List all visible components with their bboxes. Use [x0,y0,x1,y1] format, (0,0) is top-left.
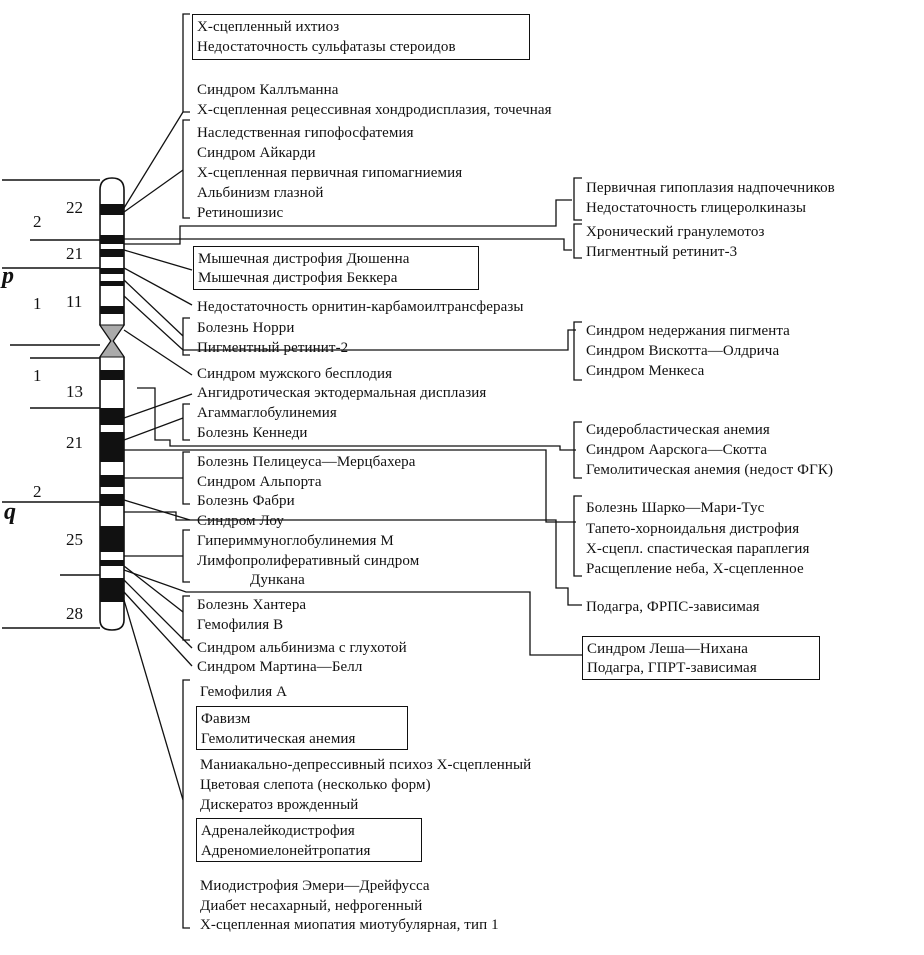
disease-label: Адреномиелонейтропатия [201,843,371,859]
disease-label: Синдром Альпорта [197,474,322,490]
disease-label: Болезнь Кеннеди [197,425,308,441]
disease-label: Х-сцепленный ихтиоз [197,19,340,35]
disease-label: Х-сцепленная миопатия миотубулярная, тип… [200,917,499,933]
disease-label: Хронический гранулемотоз [586,224,765,240]
disease-label: Болезнь Фабри [197,493,295,509]
disease-label: Недостаточность орнитин-карбамоилтрансфе… [197,299,524,315]
disease-label: Х-сцепленная первичная гипомагниемия [197,165,463,181]
disease-label: Альбинизм глазной [197,185,324,201]
disease-label: Первичная гипоплазия надпочечников [586,180,835,196]
disease-label: Дункана [250,572,305,588]
disease-label: Гипериммуноглобулинемия М [197,533,394,549]
disease-label: Ретиношизис [197,205,284,221]
disease-label: Синдром Менкеса [586,363,705,379]
disease-label: Болезнь Шарко—Мари-Тус [586,500,765,516]
group-g23-box [196,818,422,862]
disease-label: Х-сцепленная рецессивная хондродисплазия… [197,102,552,118]
band-q21-label: 21 [66,433,83,452]
disease-label: Гемофилия В [197,617,284,633]
disease-label: Х-сцепл. спастическая параплегия [586,541,810,557]
disease-label: Расщепление неба, Х-сцепленное [586,561,804,577]
group-g19-box [582,636,820,680]
disease-label: Болезнь Пелицеуса—Мерцбахера [197,454,416,470]
disease-label: Синдром альбинизма с глухотой [197,640,407,656]
disease-label: Синдром Айкарди [197,145,316,161]
band-q28-label: 28 [66,604,83,623]
disease-label: Тапето-хорноидальня дистрофия [586,521,800,537]
band-p21-label: 21 [66,244,83,263]
disease-label: Болезнь Норри [197,320,295,336]
disease-label: Синдром Леша—Нихана [587,641,748,657]
disease-label: Гемолитическая анемия (недост ФГК) [586,462,834,478]
disease-label: Цветовая слепота (несколько форм) [200,777,431,793]
disease-label: Синдром недержания пигмента [586,323,790,339]
disease-label: Маниакально-депрессивный психоз Х-сцепле… [200,757,532,773]
disease-label: Наследственная гипофосфатемия [197,125,414,141]
arm-p-label: p [2,263,14,289]
disease-label: Миодистрофия Эмери—Дрейфусса [200,878,430,894]
region-p2-label: 2 [33,212,42,231]
disease-label: Агаммаглобулинемия [197,405,337,421]
region-q2-label: 2 [33,482,42,501]
disease-label: Пигментный ретинит-3 [586,244,738,260]
disease-label: Лимфопролиферативный синдром [197,553,420,569]
disease-label: Мышечная дистрофия Дюшенна [198,251,410,267]
disease-label: Дискератоз врожденный [200,797,359,813]
disease-label: Сидеробластическая анемия [586,422,770,438]
disease-label: Болезнь Хантера [197,597,307,613]
disease-label: Подагра, ФРПС-зависимая [586,599,760,615]
disease-label: Синдром мужского бесплодия [197,366,393,382]
disease-label: Гемолитическая анемия [201,731,356,747]
disease-label: Синдром Каллъманна [197,82,339,98]
disease-label: Адреналейкодистрофия [201,823,355,839]
disease-label: Диабет несахарный, нефрогенный [200,898,423,914]
band-q25-label: 25 [66,530,83,549]
region-p1-label: 1 [33,294,42,313]
arm-q-label: q [4,499,16,525]
band-p22-label: 22 [66,198,83,217]
disease-label: Синдром Мартина—Белл [197,659,363,675]
disease-label: Синдром Аарскога—Скотта [586,442,768,458]
disease-label: Гемофилия А [200,684,288,700]
disease-label: Мышечная дистрофия Беккера [198,270,398,286]
disease-label: Ангидротическая эктодермальная дисплазия [197,385,487,401]
group-g21-box [196,706,408,750]
disease-label: Недостаточность сульфатазы стероидов [197,39,456,55]
group-g1-box [192,14,530,60]
band-p11-label: 11 [66,292,83,311]
disease-label: Недостаточность глицеролкиназы [586,200,807,216]
band-q13-label: 13 [66,382,83,401]
disease-label: Фавизм [201,711,251,727]
region-q1-label: 1 [33,366,42,385]
group-g6-box [193,246,479,290]
disease-label: Пигментный ретинит-2 [197,340,349,356]
disease-label: Подагра, ГПРТ-зависимая [587,660,757,676]
disease-label: Синдром Лоу [197,513,284,529]
disease-label: Синдром Вискотта—Олдрича [586,343,780,359]
